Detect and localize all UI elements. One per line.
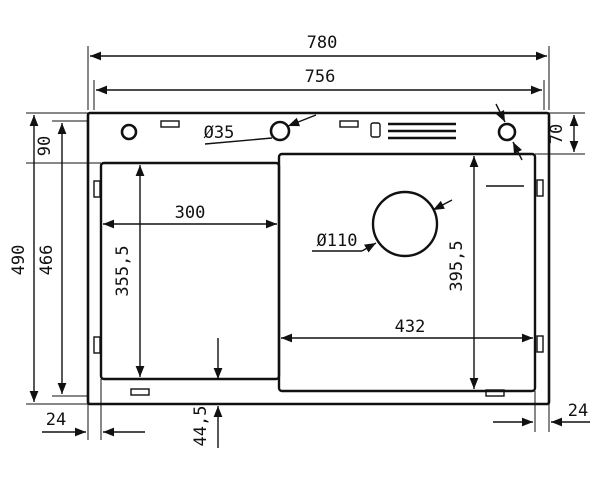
dim-top-offset: 90: [35, 136, 55, 156]
dim-drain-hole: Ø110: [317, 231, 358, 251]
dim-bowl-width: 432: [395, 317, 426, 337]
slot-bottom-right: [485, 389, 505, 397]
dim-inner-width: 756: [305, 67, 336, 87]
dim-bottom-margin: 44,5: [191, 406, 211, 447]
slot-bottom-left: [130, 388, 150, 396]
overflow-button: [370, 122, 381, 138]
dim-hole-small: Ø35: [204, 123, 235, 143]
dim-drainboard-depth: 355,5: [113, 245, 133, 296]
tap-hole-left: [269, 120, 291, 142]
drain-hole: [371, 190, 439, 258]
dim-right-offset: 70: [547, 124, 567, 144]
clip-right-top: [536, 179, 544, 197]
dim-drainboard-width: 300: [175, 203, 206, 223]
dim-inner-height: 466: [37, 245, 57, 276]
dim-overall-width: 780: [307, 33, 338, 53]
overflow-grille: [388, 122, 456, 140]
sink-outline: [86, 111, 551, 406]
left-hole: [120, 123, 138, 141]
clip-left-bottom: [93, 336, 101, 354]
clip-left-top: [93, 180, 101, 198]
dim-bowl-depth: 395,5: [447, 240, 467, 291]
clip-right-bottom: [536, 335, 544, 353]
tap-hole-right: [497, 122, 517, 142]
dim-right-margin: 24: [568, 401, 588, 421]
bowl-outline: [277, 152, 537, 393]
dim-left-margin: 24: [46, 410, 66, 430]
slot-1: [160, 120, 180, 128]
dim-overall-height: 490: [9, 245, 29, 276]
slot-2: [339, 120, 359, 128]
